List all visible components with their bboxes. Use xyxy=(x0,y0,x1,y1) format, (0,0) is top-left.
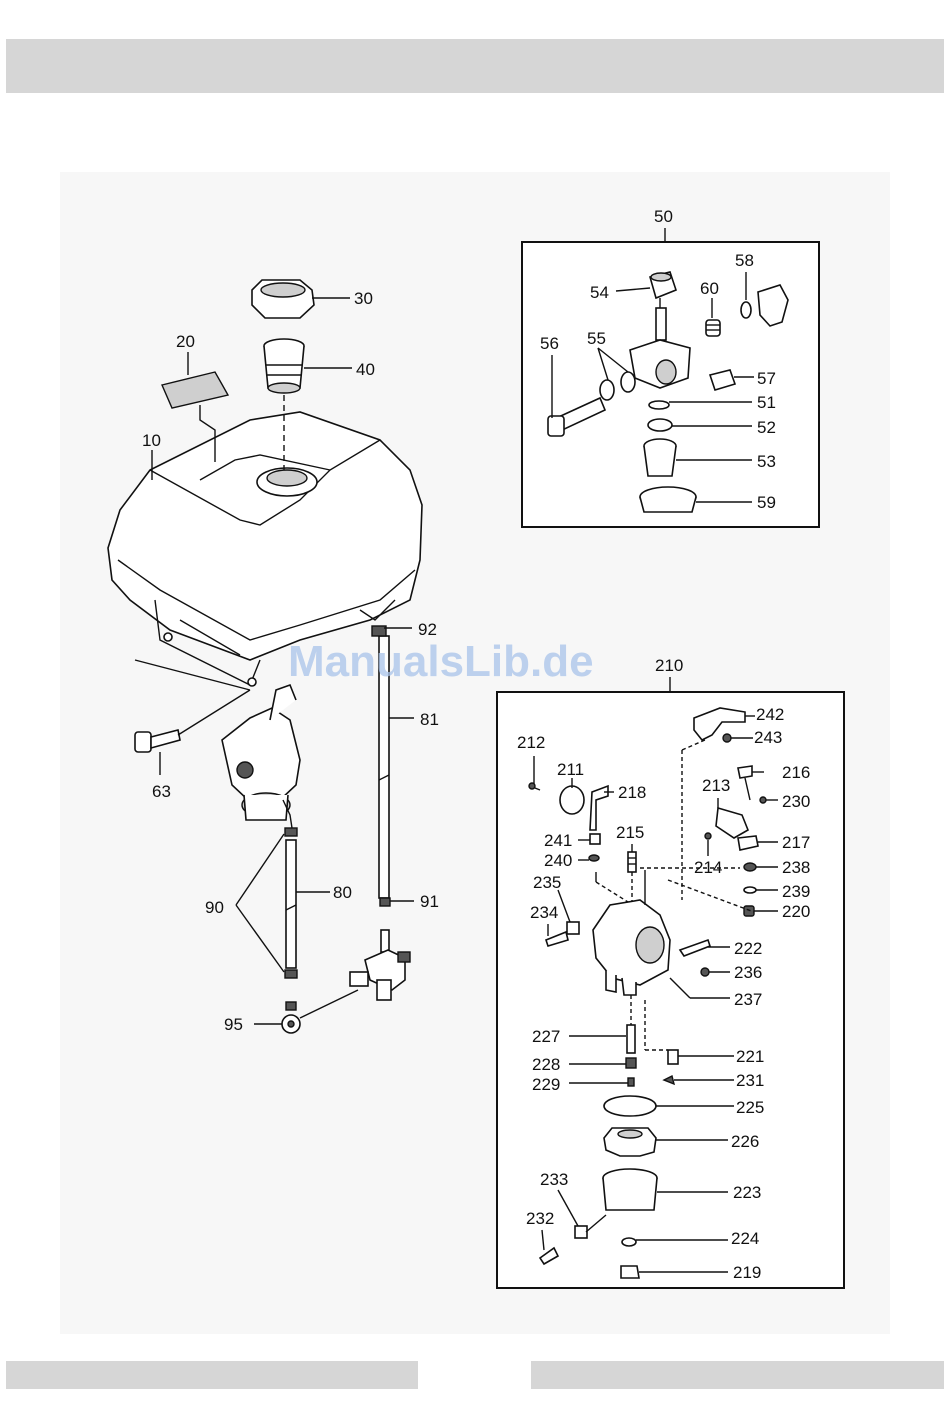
callout-240: 240 xyxy=(544,851,572,870)
callout-63: 63 xyxy=(152,782,171,801)
callout-58: 58 xyxy=(735,251,754,270)
callout-54: 54 xyxy=(590,283,609,302)
callout-218: 218 xyxy=(618,783,646,802)
callout-242: 242 xyxy=(756,705,784,724)
callout-229: 229 xyxy=(532,1075,560,1094)
callout-30: 30 xyxy=(354,289,373,308)
callout-224: 224 xyxy=(731,1229,759,1248)
callout-52: 52 xyxy=(757,418,776,437)
callout-214: 214 xyxy=(694,858,722,877)
callout-243: 243 xyxy=(754,728,782,747)
callout-51: 51 xyxy=(757,393,776,412)
callout-237: 237 xyxy=(734,990,762,1009)
callout-217: 217 xyxy=(782,833,810,852)
fuel-cock xyxy=(350,930,410,1000)
callout-234: 234 xyxy=(530,903,558,922)
callout-239: 239 xyxy=(782,882,810,901)
callout-215: 215 xyxy=(616,823,644,842)
callout-57: 57 xyxy=(757,369,776,388)
callout-60: 60 xyxy=(700,279,719,298)
callout-40: 40 xyxy=(356,360,375,379)
watermark: ManualsLib.de xyxy=(288,637,594,686)
callout-225: 225 xyxy=(736,1098,764,1117)
callout-223: 223 xyxy=(733,1183,761,1202)
callout-222: 222 xyxy=(734,939,762,958)
callout-238: 238 xyxy=(782,858,810,877)
callout-59: 59 xyxy=(757,493,776,512)
callout-226: 226 xyxy=(731,1132,759,1151)
callout-80: 80 xyxy=(333,883,352,902)
carburetor-assembly xyxy=(222,685,300,828)
callout-233: 233 xyxy=(540,1170,568,1189)
label-plate xyxy=(162,372,228,408)
bolt xyxy=(135,730,180,752)
callout-220: 220 xyxy=(782,902,810,921)
callout-90: 90 xyxy=(205,898,224,917)
callout-95: 95 xyxy=(224,1015,243,1034)
callout-91: 91 xyxy=(420,892,439,911)
fuel-strainer xyxy=(264,339,304,393)
fuel-cap xyxy=(252,280,314,318)
callout-56: 56 xyxy=(540,334,559,353)
callout-216: 216 xyxy=(782,763,810,782)
callout-230: 230 xyxy=(782,792,810,811)
footer-bar-left xyxy=(6,1361,418,1389)
callout-20: 20 xyxy=(176,332,195,351)
callout-236: 236 xyxy=(734,963,762,982)
callout-228: 228 xyxy=(532,1055,560,1074)
callout-212: 212 xyxy=(517,733,545,752)
callout-211: 211 xyxy=(557,760,584,779)
callout-210: 210 xyxy=(655,656,683,675)
callout-50: 50 xyxy=(654,207,673,226)
callout-55: 55 xyxy=(587,329,606,348)
callout-232: 232 xyxy=(526,1209,554,1228)
banjo-fitting xyxy=(282,1015,300,1033)
callout-241: 241 xyxy=(544,831,572,850)
callout-227: 227 xyxy=(532,1027,560,1046)
fuel-pipe xyxy=(285,828,297,1010)
callout-10: 10 xyxy=(142,431,161,450)
callout-221: 221 xyxy=(736,1047,764,1066)
footer-bar-right xyxy=(531,1361,944,1389)
callout-53: 53 xyxy=(757,452,776,471)
callout-231: 231 xyxy=(736,1071,764,1090)
callout-81: 81 xyxy=(420,710,439,729)
callout-235: 235 xyxy=(533,873,561,892)
callout-213: 213 xyxy=(702,776,730,795)
callout-219: 219 xyxy=(733,1263,761,1282)
